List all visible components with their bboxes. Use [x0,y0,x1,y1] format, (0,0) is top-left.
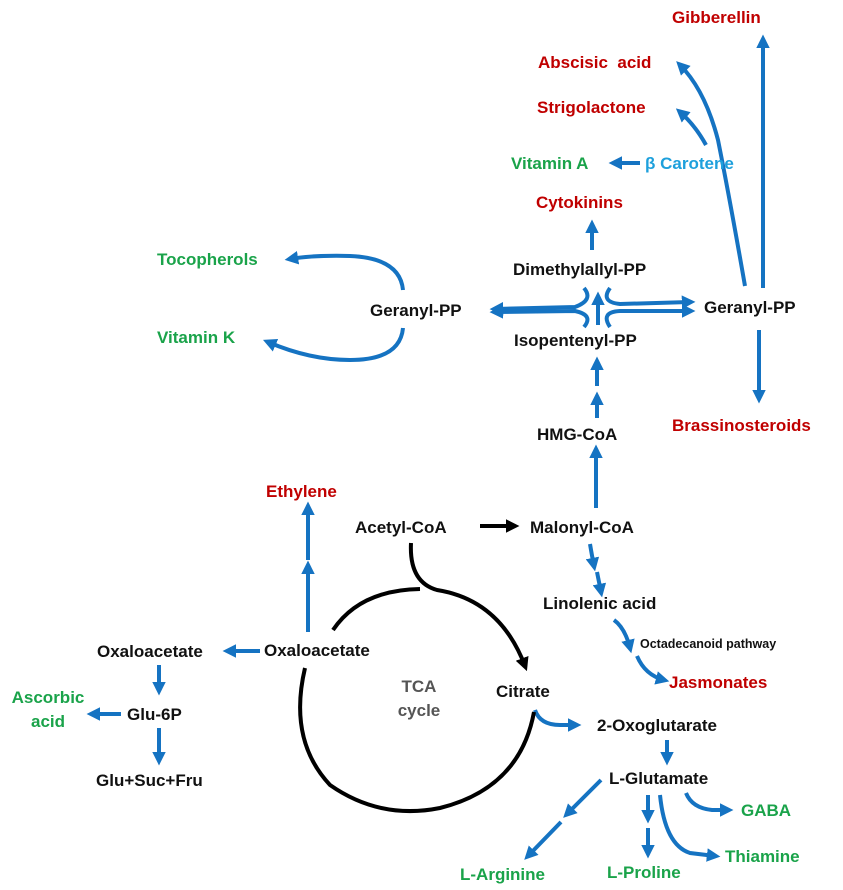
node-citrate: Citrate [496,682,550,701]
node-cytokinins: Cytokinins [536,193,623,212]
node-isopentenyl-pp: Isopentenyl-PP [514,331,637,350]
tca-cycle-arc [298,587,536,814]
node-brassinosteroids: Brassinosteroids [672,416,811,435]
label-cycle: cycle [398,701,441,720]
node-malonyl-coa: Malonyl-CoA [530,518,634,537]
node-vitamin-k: Vitamin K [157,328,236,347]
node-vitamin-a: Vitamin A [511,154,588,173]
label-tca: TCA [402,677,437,696]
labels: Gibberellin Abscisic acid Strigolactone … [12,8,811,884]
bracket-right-lower [604,304,696,329]
arrow-citrate-oxoglutarate [533,709,582,732]
node-oxaloacetate-right: Oxaloacetate [264,641,370,660]
node-jasmonates: Jasmonates [669,673,767,692]
bracket-left-lower [489,305,590,329]
node-l-glutamate: L-Glutamate [609,769,708,788]
tca-edges [298,519,536,814]
bracket-left-upper [489,286,590,316]
node-geranyl-pp-left: Geranyl-PP [370,301,462,320]
label-octadecanoid-pathway: Octadecanoid pathway [640,637,776,651]
node-l-proline: L-Proline [607,863,681,882]
node-dimethylallyl-pp: Dimethylallyl-PP [513,260,646,279]
arrow-geranylpp-vitamink [262,327,405,363]
node-glu-6p: Glu-6P [127,705,182,724]
node-ascorbic-acid-line1: Ascorbic [12,688,85,707]
node-ethylene: Ethylene [266,482,337,501]
arrow-geranylpp-abscisic [676,61,747,287]
node-geranyl-pp-right: Geranyl-PP [704,298,796,317]
node-oxaloacetate-left: Oxaloacetate [97,642,203,661]
arrow-malonyl-linolenic-1 [585,543,600,572]
node-strigolactone: Strigolactone [537,98,646,117]
node-l-arginine: L-Arginine [460,865,545,884]
node-glu-suc-fru: Glu+Suc+Fru [96,771,203,790]
arrow-glutamate-thiamine [658,794,721,862]
node-acetyl-coa: Acetyl-CoA [355,518,447,537]
arrow-glutamate-gaba [684,792,734,817]
node-linolenic-acid: Linolenic acid [543,594,656,613]
node-tocopherols: Tocopherols [157,250,258,269]
node-thiamine: Thiamine [725,847,800,866]
node-gaba: GABA [741,801,791,820]
arrow-geranylpp-tocopherols [284,250,405,291]
bracket-right-upper [604,286,696,310]
node-beta-carotene: β Carotene [645,154,734,173]
node-hmg-coa: HMG-CoA [537,425,617,444]
arrow-glutamate-arginine-1 [563,778,603,818]
node-gibberellin: Gibberellin [672,8,761,27]
arrow-glutamate-arginine-2 [524,820,563,860]
arrow-linolenic-octadecanoid [612,618,635,654]
node-2-oxoglutarate: 2-Oxoglutarate [597,716,717,735]
arrow-acetylcoa-citrate [408,542,529,672]
node-abscisic-acid: Abscisic acid [538,53,651,72]
arrow-to-strigolactone [675,108,708,146]
arrow-malonyl-linolenic-2 [592,571,607,598]
arrow-octadecanoid-jasmonates [635,655,670,685]
edges [86,34,770,862]
node-ascorbic-acid-line2: acid [31,712,65,731]
